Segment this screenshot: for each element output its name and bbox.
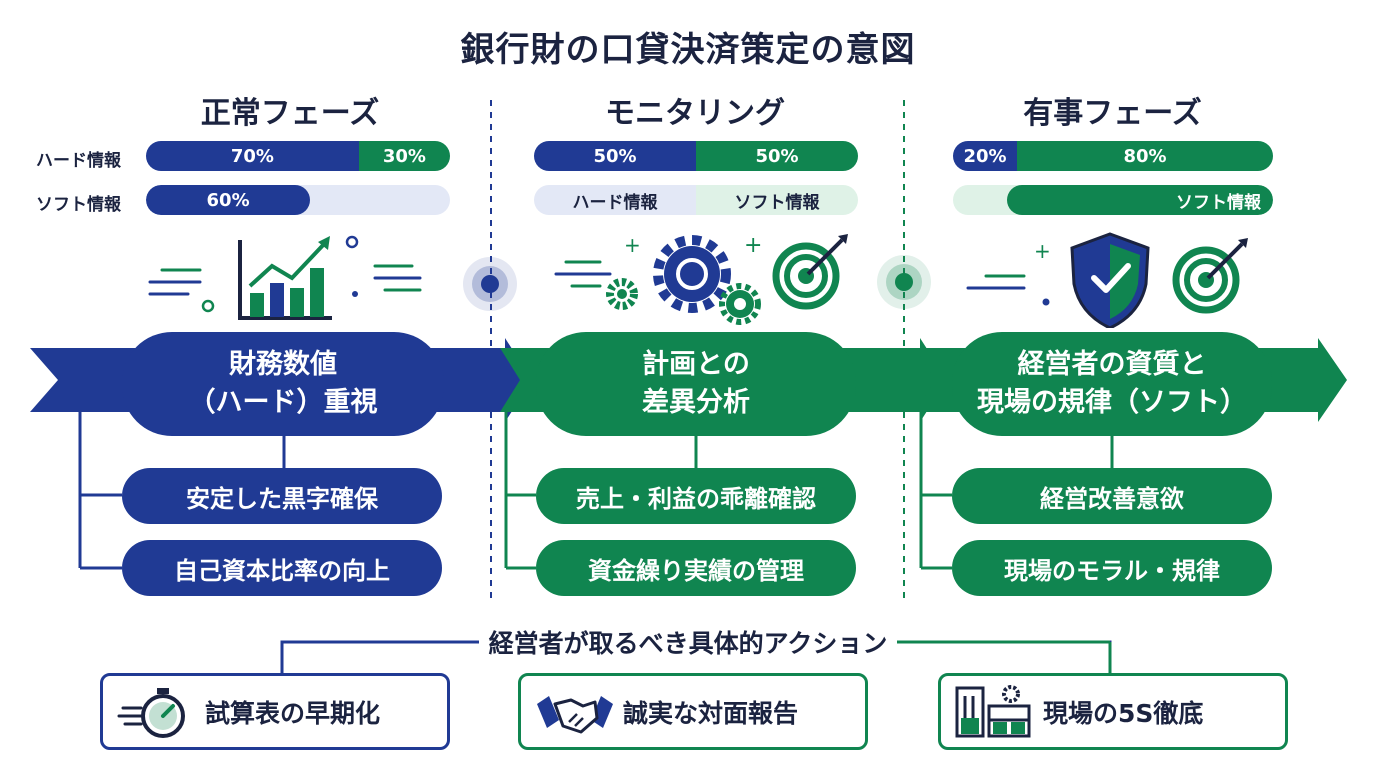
hard-info-bar-hard-segment: 70% — [146, 141, 359, 171]
soft-info-bar-normal: 60% — [146, 185, 450, 215]
action-label-2: 誠実な対面報告 — [623, 698, 799, 728]
soft-info-label: ソフト情報 — [36, 195, 121, 215]
svg-text:+: + — [624, 233, 641, 257]
monitoring-hard-label-segment: ハード情報 — [534, 185, 696, 215]
phase-title-monitoring: モニタリング — [605, 96, 785, 131]
soft-info-bar-fill: 60% — [146, 185, 311, 215]
monitoring-soft-segment: 50% — [696, 141, 858, 171]
info-bar-emergency: 20% 80% — [953, 141, 1273, 171]
soft-bar-emergency: ソフト情報 — [953, 185, 1273, 215]
main-pill-normal: 財務数値 （ハード）重視 — [122, 332, 444, 436]
emergency-hard-segment: 20% — [953, 141, 1017, 171]
sub-pill-normal-2: 自己資本比率の向上 — [122, 540, 442, 596]
sub-pill-monitoring-1: 売上・利益の乖離確認 — [536, 468, 856, 524]
sub-pill-emergency-1: 経営改善意欲 — [952, 468, 1272, 524]
hard-info-label: ハード情報 — [36, 151, 121, 171]
sub-pill-monitoring-2: 資金繰り実績の管理 — [536, 540, 856, 596]
svg-text:+: + — [1034, 239, 1051, 263]
page-title: 銀行財の口貸決済策定の意図 — [460, 30, 916, 70]
gears-target-icon: + + — [554, 233, 848, 325]
info-bar-monitoring: 50% 50% — [534, 141, 858, 171]
chart-icon — [148, 235, 422, 320]
action-label-1: 試算表の早期化 — [205, 698, 381, 728]
svg-text:+: + — [744, 233, 762, 258]
handshake-icon — [537, 695, 613, 733]
monitoring-hard-segment: 50% — [534, 141, 696, 171]
phase-icons: + + + — [148, 232, 1248, 328]
action-box-2: 誠実な対面報告 — [518, 673, 868, 750]
phase-title-normal: 正常フェーズ — [200, 96, 380, 131]
workplace-tools-icon — [955, 684, 1031, 737]
phase-title-emergency: 有事フェーズ — [1023, 96, 1202, 131]
actions-header: 経営者が取るべき具体的アクション — [0, 624, 1376, 660]
action-box-1: 試算表の早期化 — [100, 673, 450, 750]
emergency-soft-gap — [953, 185, 1007, 215]
transition-dot-green — [877, 255, 931, 309]
sub-pill-emergency-2: 現場のモラル・規律 — [952, 540, 1272, 596]
main-pill-emergency: 経営者の資質と 現場の規律（ソフト） — [952, 332, 1272, 436]
monitoring-soft-label-segment: ソフト情報 — [696, 185, 858, 215]
info-label-bar-monitoring: ハード情報 ソフト情報 — [534, 185, 858, 215]
stopwatch-icon — [117, 687, 185, 738]
main-pill-monitoring: 計画との 差異分析 — [536, 332, 856, 436]
transition-dot-blue — [463, 257, 517, 311]
hard-info-bar-normal: 70% 30% — [146, 141, 450, 171]
shield-target-icon: + — [966, 232, 1248, 328]
action-label-3: 現場の5S徹底 — [1043, 698, 1204, 728]
emergency-soft-segment: 80% — [1017, 141, 1273, 171]
sub-pill-normal-1: 安定した黒字確保 — [122, 468, 442, 524]
hard-info-bar-soft-segment: 30% — [358, 141, 450, 171]
action-box-3: 現場の5S徹底 — [938, 673, 1288, 750]
emergency-soft-fill: ソフト情報 — [1007, 185, 1273, 215]
